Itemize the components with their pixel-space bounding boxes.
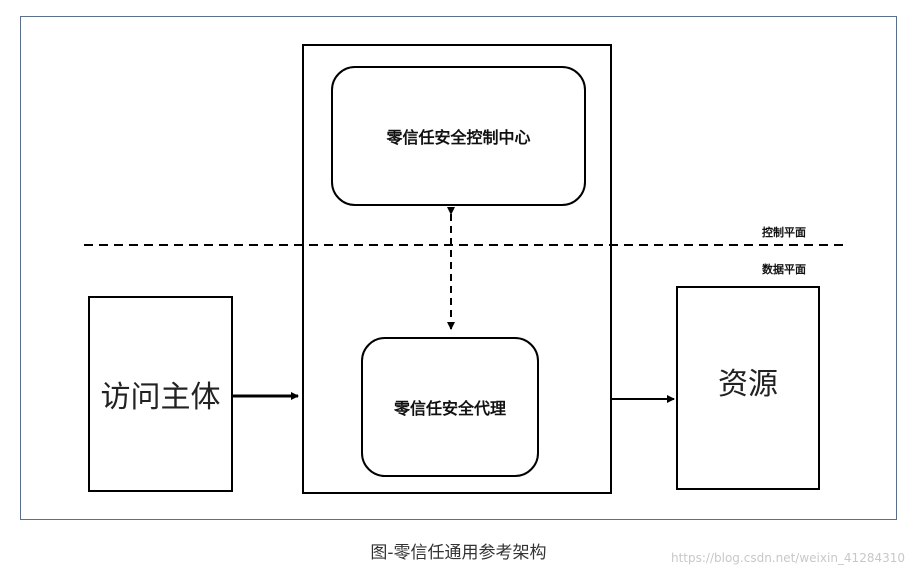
- security-agent-node: 零信任安全代理: [361, 337, 539, 477]
- control-center-node: 零信任安全控制中心: [331, 66, 586, 206]
- resource-label: 资源: [718, 367, 778, 402]
- access-subject-label: 访问主体: [100, 380, 221, 415]
- security-agent-label: 零信任安全代理: [393, 399, 506, 418]
- resource-node: 资源: [676, 286, 820, 490]
- control-center-label: 零信任安全控制中心: [386, 128, 531, 147]
- watermark: https://blog.csdn.net/weixin_41284310: [670, 551, 905, 565]
- figure-caption: 图-零信任通用参考架构: [370, 543, 547, 563]
- data-plane-label: 数据平面: [762, 263, 806, 276]
- access-subject-node: 访问主体: [88, 296, 233, 492]
- control-plane-label: 控制平面: [762, 226, 806, 239]
